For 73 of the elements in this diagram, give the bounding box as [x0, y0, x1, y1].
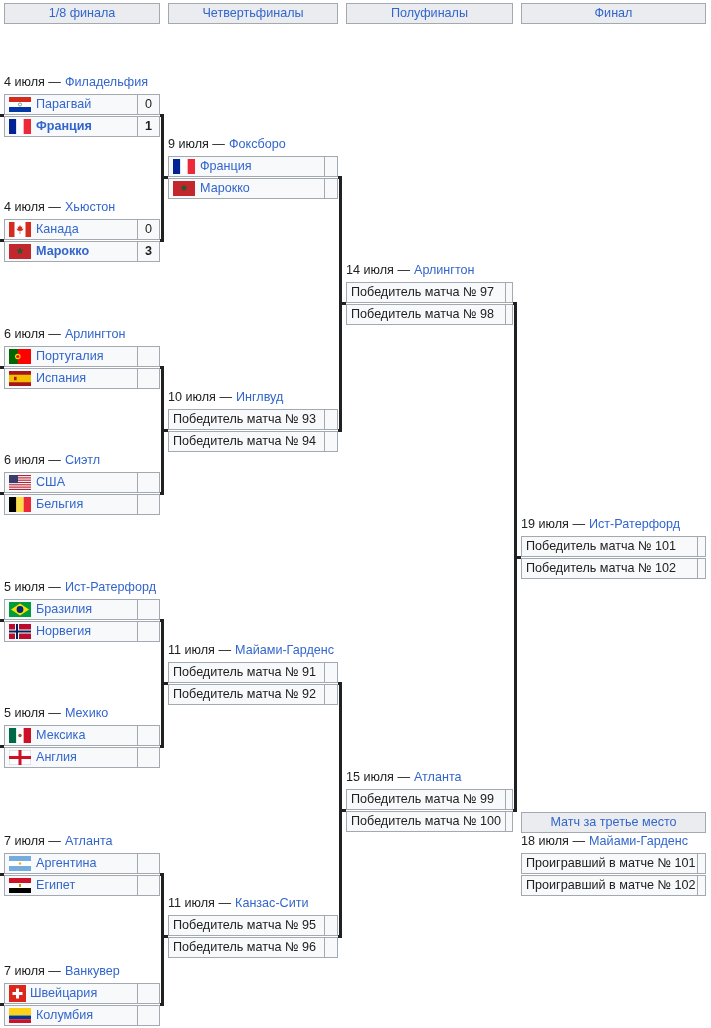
team-name: Португалия — [36, 348, 104, 365]
venue-link: Ист-Ратерфорд — [589, 517, 681, 531]
match-date: 14 июля — — [346, 263, 410, 277]
team-slot: Победитель матча № 98 — [346, 304, 506, 325]
team-slot: Проигравший в матче № 102 — [521, 875, 698, 896]
score-cell: 1 — [138, 116, 160, 137]
team-name: Франция — [36, 118, 92, 135]
team-slot: Победитель матча № 94 — [168, 431, 325, 452]
match-date: 9 июля — — [168, 137, 225, 151]
team-name: Бразилия — [36, 601, 93, 618]
venue-link: Инглвуд — [236, 390, 284, 404]
score-cell: 0 — [138, 219, 160, 240]
venue-link: Атланта — [414, 770, 462, 784]
score-cell: 0 — [138, 94, 160, 115]
venue-link: Филадельфия — [64, 75, 148, 89]
match-date: 19 июля — — [521, 517, 585, 531]
venue-link: Хьюстон — [64, 200, 116, 214]
round-header: Финал — [521, 3, 706, 24]
team-slot: Победитель матча № 92 — [168, 684, 325, 705]
round-header: Четвертьфиналы — [168, 3, 338, 24]
team-name: Канада — [36, 221, 79, 238]
team-slot: Победитель матча № 95 — [168, 915, 325, 936]
team-slot: Победитель матча № 99 — [346, 789, 506, 810]
venue-link: Фоксборо — [228, 137, 286, 151]
match-date: 11 июля — — [168, 896, 232, 910]
team-slot: Победитель матча № 97 — [346, 282, 506, 303]
venue-link: Сиэтл — [64, 453, 101, 467]
match-date: 11 июля — — [168, 643, 232, 657]
team-slot: Победитель матча № 101 — [521, 536, 698, 557]
match-date: 15 июля — — [346, 770, 410, 784]
team-name: Колумбия — [36, 1007, 94, 1024]
team-name: Англия — [36, 749, 77, 766]
team-slot: Победитель матча № 93 — [168, 409, 325, 430]
match-date: 7 июля — — [4, 964, 61, 978]
match-date: 5 июля — — [4, 706, 61, 720]
match-date: 6 июля — — [4, 453, 61, 467]
match-date: 10 июля — — [168, 390, 232, 404]
venue-link: Майами-Гарденс — [235, 643, 335, 657]
team-name: Марокко — [36, 243, 90, 260]
team-name: США — [36, 474, 66, 491]
match-date: 5 июля — — [4, 580, 61, 594]
round-header: Полуфиналы — [346, 3, 513, 24]
match-date: 4 июля — — [4, 75, 61, 89]
team-name: Бельгия — [36, 496, 84, 513]
team-name: Марокко — [200, 180, 250, 197]
team-name: Египет — [36, 877, 76, 894]
team-slot: Победитель матча № 102 — [521, 558, 698, 579]
venue-link: Мехико — [64, 706, 109, 720]
team-name: Аргентина — [36, 855, 97, 872]
venue-link: Майами-Гарденс — [589, 834, 688, 848]
team-slot: Проигравший в матче № 101 — [521, 853, 698, 874]
team-name: Норвегия — [36, 623, 92, 640]
score-cell: 3 — [138, 241, 160, 262]
team-name: Мексика — [36, 727, 86, 744]
venue-link: Атланта — [64, 834, 113, 848]
match-date: 7 июля — — [4, 834, 61, 848]
team-name: Швейцария — [30, 985, 98, 1002]
team-name: Франция — [200, 158, 252, 175]
venue-link: Ванкувер — [64, 964, 120, 978]
team-name: Парагвай — [36, 96, 92, 113]
venue-link: Арлингтон — [414, 263, 475, 277]
venue-link: Канзас-Сити — [235, 896, 309, 910]
team-slot: Победитель матча № 100 — [346, 811, 506, 832]
round-header: Матч за третье место — [521, 812, 706, 833]
team-slot: Победитель матча № 96 — [168, 937, 325, 958]
round-header: 1/8 финала — [4, 3, 160, 24]
team-slot: Победитель матча № 91 — [168, 662, 325, 683]
match-date: 6 июля — — [4, 327, 61, 341]
match-date: 4 июля — — [4, 200, 61, 214]
venue-link: Ист-Ратерфорд — [64, 580, 157, 594]
venue-link: Арлингтон — [64, 327, 126, 341]
match-date: 18 июля — — [521, 834, 585, 848]
team-name: Испания — [36, 370, 86, 387]
